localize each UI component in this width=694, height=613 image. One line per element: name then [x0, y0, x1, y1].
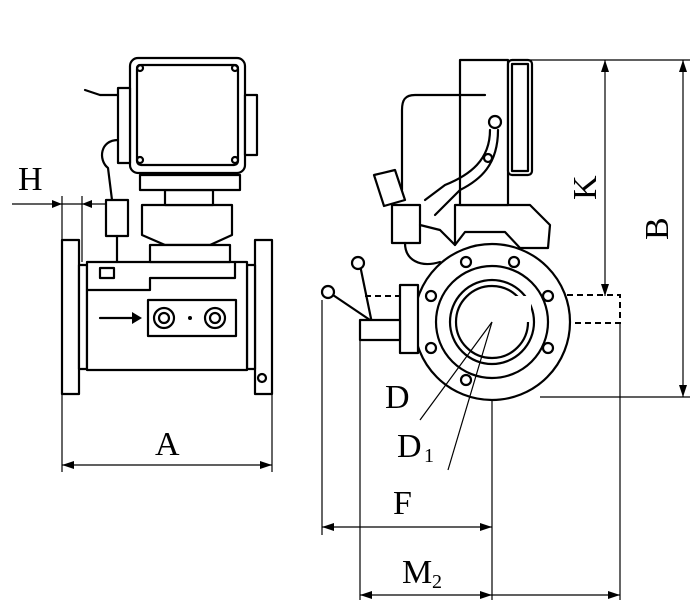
dim-f-arrow-left: [322, 523, 334, 531]
side-actuator-lid: [506, 58, 534, 177]
dim-m2-arrow-left: [360, 591, 372, 599]
front-port-left-inner: [157, 311, 171, 325]
dim-label-m2-sub: 2: [432, 571, 442, 593]
front-sensor: [104, 198, 130, 238]
front-port-right-outer: [203, 306, 227, 330]
front-right-flange: [253, 238, 274, 396]
front-left-flange: [60, 238, 81, 396]
side-lever-base: [358, 318, 402, 342]
side-actuator-lid-inner: [510, 62, 530, 173]
front-actuator-base: [138, 173, 242, 192]
dimension-a: A: [61, 394, 273, 472]
side-tube-fitting: [487, 114, 503, 130]
dim-label-d1-sub: 1: [424, 445, 434, 467]
side-sensor-bracket: [372, 168, 407, 208]
side-sensor: [390, 203, 422, 245]
side-tube-fitting-2: [482, 152, 494, 164]
side-bolt-hole-3: [541, 289, 555, 303]
front-small-plate: [98, 266, 116, 280]
dimension-d: D D 1: [385, 321, 493, 471]
front-body-step: [85, 260, 237, 292]
side-sensor-link: [418, 223, 457, 247]
front-drain-plug: [256, 372, 268, 384]
dim-label-a: A: [155, 426, 180, 463]
dimension-h: H: [12, 161, 106, 262]
side-bolt-hole-4: [424, 289, 438, 303]
side-cutaway: [493, 296, 531, 322]
front-neck: [148, 243, 232, 264]
side-bolt-hole-5: [424, 341, 438, 355]
dim-label-k: K: [567, 175, 604, 200]
front-actuator-lid: [135, 63, 240, 167]
dim-label-d1: D: [397, 428, 422, 465]
dim-k-arrow-top: [601, 60, 609, 72]
side-tube-mid-2: [433, 128, 500, 217]
front-actuator-box: [128, 56, 247, 175]
side-tube-mid: [423, 128, 492, 202]
dimension-k: K: [530, 59, 620, 296]
side-body-block: [398, 283, 420, 355]
side-handle-knob: [320, 284, 336, 300]
dim-h-arrow-left: [52, 200, 62, 208]
dim-f-arrow-right: [480, 523, 492, 531]
side-tube-top: [400, 93, 487, 192]
front-screw-tl: [135, 63, 145, 73]
dim-k-arrow-bottom: [601, 284, 609, 296]
front-lever: [83, 88, 120, 97]
dim-label-f: F: [393, 485, 412, 522]
side-yoke: [453, 203, 552, 250]
dim-a-arrow-left: [62, 461, 74, 469]
side-bolt-hole-7: [541, 341, 555, 355]
front-port-right-inner: [208, 311, 222, 325]
side-handle-arm: [328, 291, 372, 322]
dim-label-d: D: [385, 379, 410, 416]
dimension-b: B: [540, 59, 690, 398]
side-flange-bolt-circle: [434, 264, 550, 380]
front-coupling: [163, 188, 215, 207]
front-view: [60, 56, 274, 396]
front-screw-br: [230, 155, 240, 165]
front-yoke: [140, 203, 234, 247]
front-port-dot: [188, 316, 192, 320]
front-left-flange-collar: [77, 263, 89, 371]
dimension-m2: M 2: [359, 323, 621, 600]
dim-m2-arrow-mid: [480, 591, 492, 599]
dim-d-leader: [419, 321, 493, 421]
dim-a-arrow-right: [260, 461, 272, 469]
dim-b-arrow-bottom: [679, 385, 687, 397]
front-port-left-outer: [152, 306, 176, 330]
dim-b-arrow-top: [679, 60, 687, 72]
front-actuator-rib: [243, 93, 259, 157]
side-actuator-body: [458, 58, 510, 207]
side-lever-knob: [350, 255, 366, 271]
dimension-f: F: [321, 300, 493, 600]
dim-label-m2: M: [402, 554, 432, 591]
side-bolt-hole-1: [459, 255, 473, 269]
side-pipe-dashed: [527, 294, 621, 324]
front-screw-bl: [135, 155, 145, 165]
front-gland: [116, 86, 132, 165]
dim-d1-leader: [447, 321, 493, 471]
front-screw-tr: [230, 63, 240, 73]
front-right-flange-collar: [245, 263, 257, 371]
side-bolt-hole-2: [507, 255, 521, 269]
flow-arrow-head: [132, 312, 142, 324]
side-view: [320, 58, 621, 402]
dim-h-arrow-right: [82, 200, 92, 208]
dim-label-h: H: [18, 161, 43, 198]
side-bolt-hole-6: [459, 373, 473, 387]
dim-m2-arrow-right: [608, 591, 620, 599]
dim-label-b: B: [639, 217, 676, 240]
front-tube: [100, 138, 120, 202]
side-sensor-cable: [403, 241, 442, 266]
